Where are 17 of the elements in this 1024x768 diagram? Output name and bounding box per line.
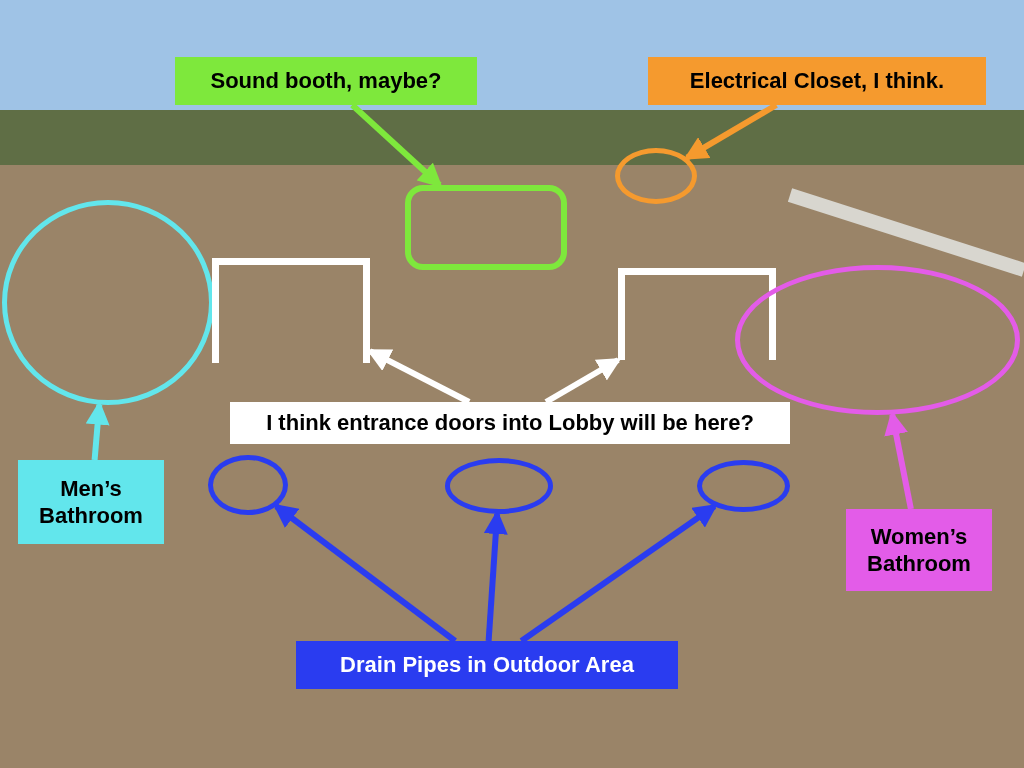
highlight-circle <box>697 460 790 512</box>
highlight-circle <box>445 458 553 514</box>
arrow <box>544 357 622 405</box>
highlight-circle <box>208 455 288 515</box>
callout-label: Drain Pipes in Outdoor Area <box>296 641 678 689</box>
highlight-circle <box>2 200 214 405</box>
door-frame-outline <box>618 268 776 360</box>
highlight-circle <box>615 148 697 204</box>
arrow <box>273 503 457 644</box>
callout-label: Men’s Bathroom <box>18 460 164 544</box>
callout-label: Women’s Bathroom <box>846 509 992 591</box>
callout-label: Sound booth, maybe? <box>175 57 477 105</box>
callout-label: I think entrance doors into Lobby will be here? <box>230 402 790 444</box>
arrow <box>519 503 718 644</box>
highlight-outline <box>405 185 567 270</box>
callout-label: Electrical Closet, I think. <box>648 57 986 105</box>
door-frame-outline <box>212 258 370 363</box>
